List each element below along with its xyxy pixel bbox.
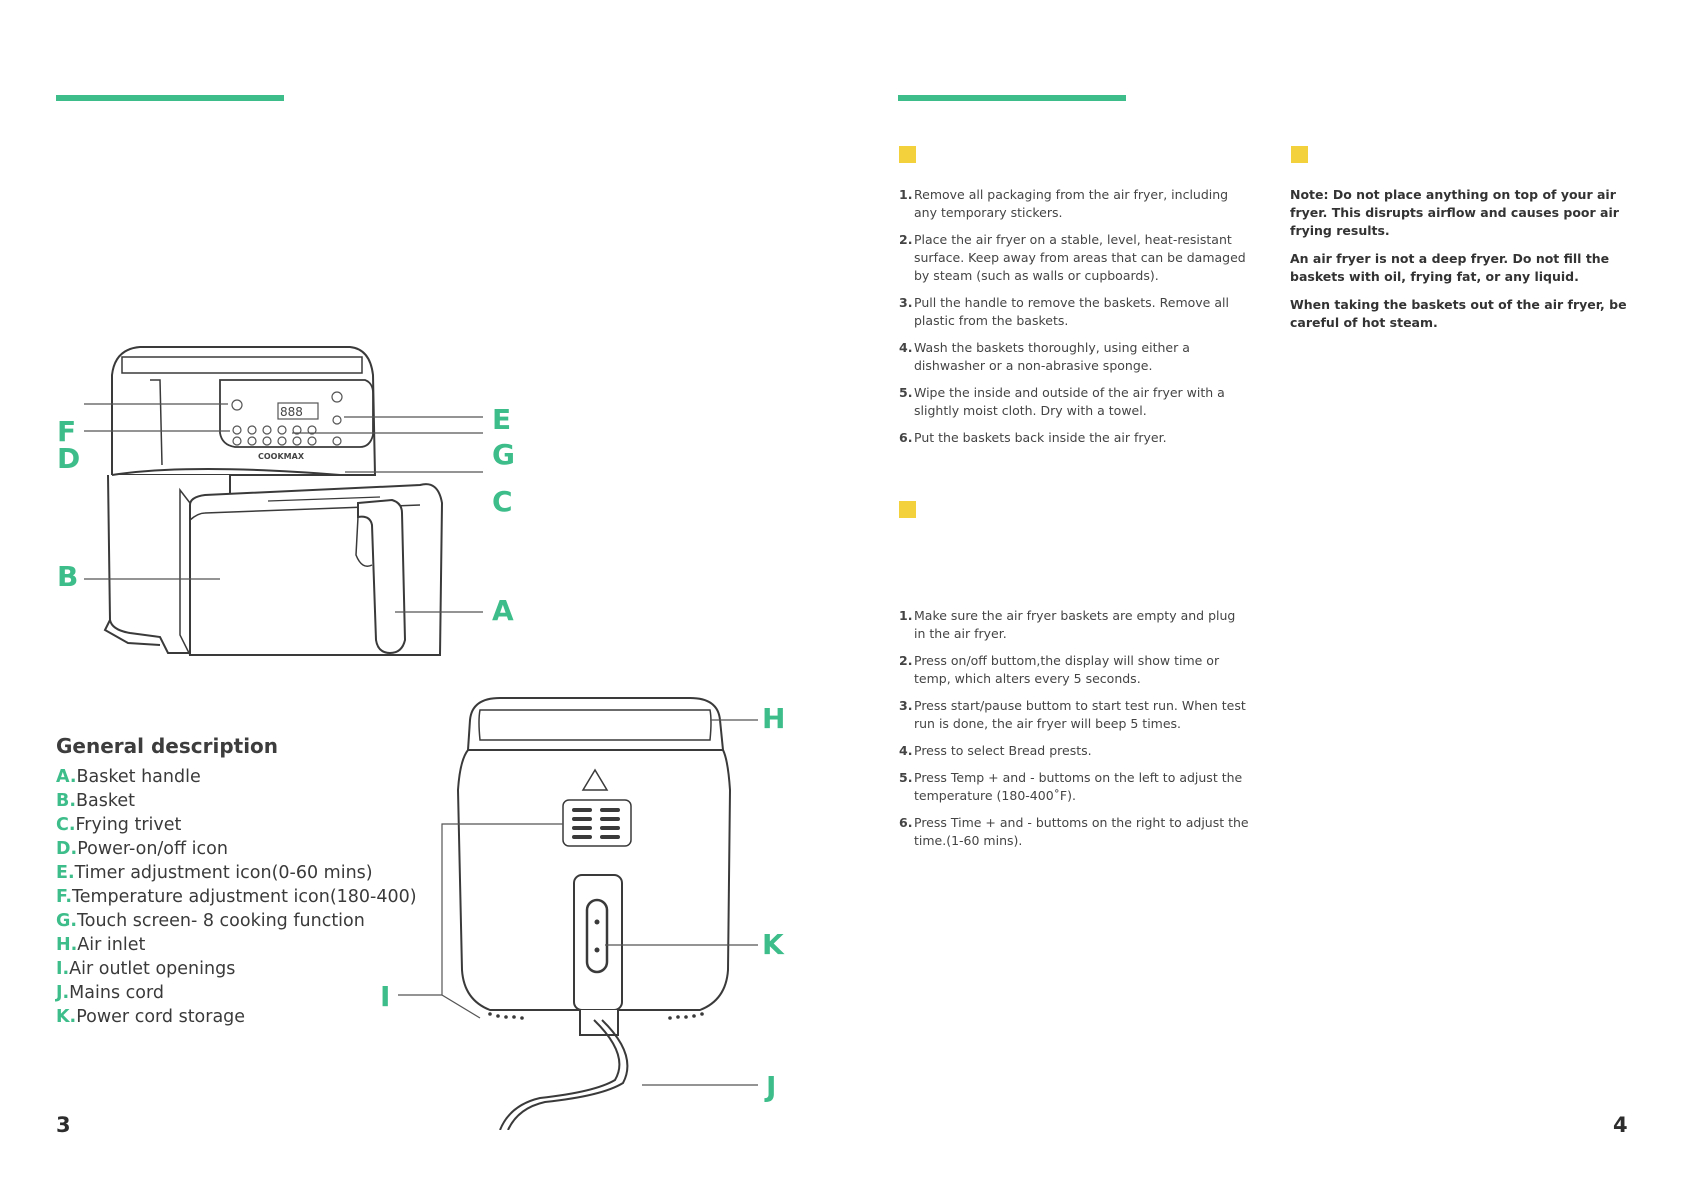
list-item: E.Timer adjustment icon(0-60 mins) — [56, 863, 373, 883]
page-number-right: 4 — [1613, 1113, 1628, 1137]
list-item: 1.Remove all packaging from the air frye… — [899, 187, 1229, 220]
list-item: B.Basket — [56, 791, 135, 811]
callout-k: K — [762, 928, 784, 961]
callout-j: J — [766, 1070, 777, 1103]
air-fryer-back-illustration — [398, 697, 758, 1130]
test-run-steps: 1.Make sure the air fryer baskets are em… — [899, 607, 1249, 859]
list-item: G.Touch screen- 8 cooking function — [56, 911, 365, 931]
warning-paragraph: An air fryer is not a deep fryer. Do not… — [1290, 251, 1610, 284]
list-item: I.Air outlet openings — [56, 959, 236, 979]
list-item: D.Power-on/off icon — [56, 839, 228, 859]
general-description-list: A.Basket handle B.Basket C.Frying trivet… — [56, 767, 417, 1031]
right-header-rule — [898, 95, 1126, 101]
list-item: 5.Press Temp + and - buttoms on the left… — [899, 770, 1243, 803]
list-item: 3.Pull the handle to remove the baskets.… — [899, 295, 1229, 328]
first-use-section-marker — [899, 146, 916, 163]
left-header-rule — [56, 95, 284, 101]
air-fryer-front-illustration: 888 COOKMAX — [84, 346, 483, 656]
list-item: 6.Put the baskets back inside the air fr… — [899, 430, 1167, 445]
svg-text:888: 888 — [280, 405, 303, 419]
list-item: 2.Place the air fryer on a stable, level… — [899, 232, 1246, 283]
callout-b: B — [57, 560, 79, 593]
list-item: F.Temperature adjustment icon(180-400) — [56, 887, 417, 907]
test-run-section-marker — [899, 501, 916, 518]
page-number-left: 3 — [56, 1113, 71, 1137]
warning-paragraph: When taking the baskets out of the air f… — [1290, 297, 1627, 330]
list-item: 3.Press start/pause buttom to start test… — [899, 698, 1246, 731]
list-item: 6.Press Time + and - buttoms on the righ… — [899, 815, 1249, 848]
list-item: C.Frying trivet — [56, 815, 182, 835]
list-item: J.Mains cord — [56, 983, 164, 1003]
list-item: 4.Wash the baskets thoroughly, using eit… — [899, 340, 1190, 373]
note-paragraph: Note: Do not place anything on top of yo… — [1290, 187, 1619, 238]
list-item: 1.Make sure the air fryer baskets are em… — [899, 608, 1236, 641]
callout-c: C — [492, 485, 513, 518]
callout-a: A — [492, 594, 514, 627]
callout-h: H — [762, 702, 786, 735]
list-item: 2.Press on/off buttom,the display will s… — [899, 653, 1220, 686]
list-item: 5.Wipe the inside and outside of the air… — [899, 385, 1225, 418]
callout-e: E — [492, 403, 512, 436]
callout-f: F — [57, 415, 77, 448]
safety-notes: Note: Do not place anything on top of yo… — [1290, 186, 1635, 342]
callout-i: I — [380, 980, 391, 1013]
brand-wordmark: COOKMAX — [258, 452, 305, 461]
notes-section-marker — [1291, 146, 1308, 163]
callout-d: D — [57, 442, 81, 475]
list-item: 4.Press to select Bread prests. — [899, 743, 1092, 758]
list-item: K.Power cord storage — [56, 1007, 246, 1027]
list-item: A.Basket handle — [56, 767, 201, 787]
first-use-steps: 1.Remove all packaging from the air frye… — [899, 186, 1249, 456]
callout-g: G — [492, 438, 515, 471]
general-description-title: General description — [56, 734, 279, 758]
list-item: H.Air inlet — [56, 935, 146, 955]
